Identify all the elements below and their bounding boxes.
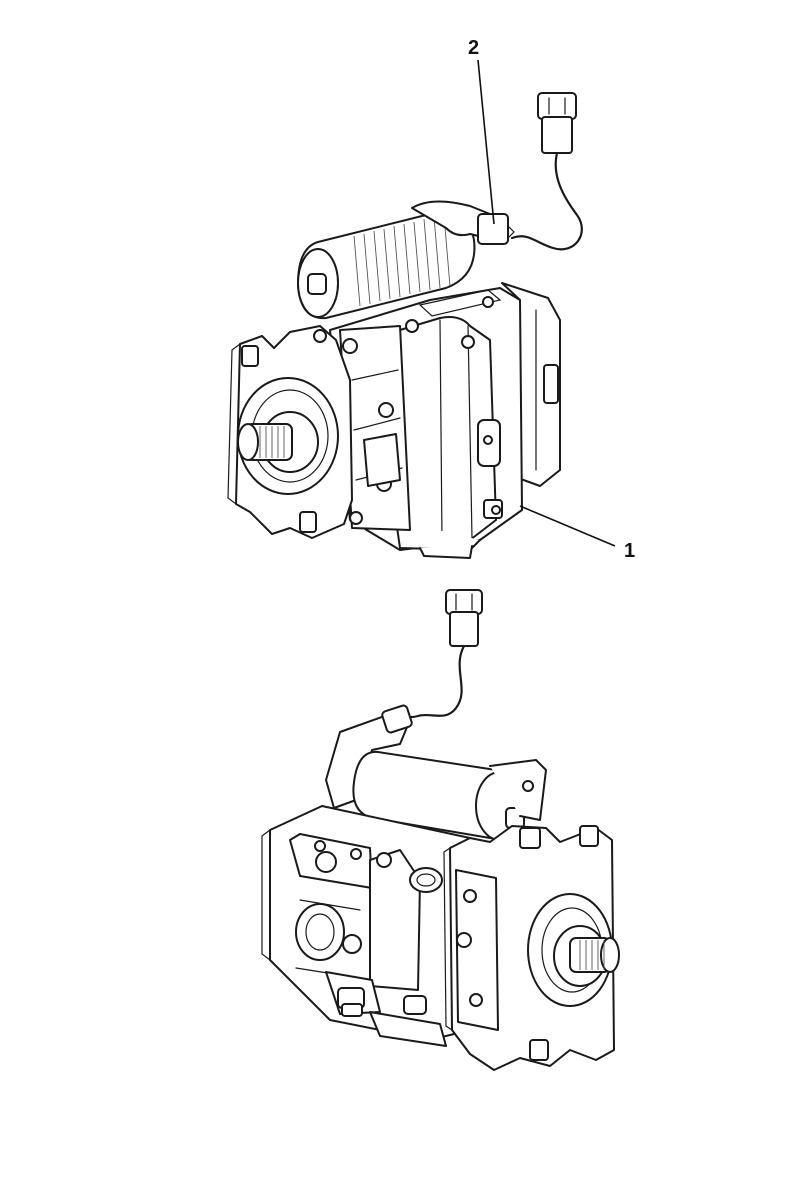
cable-upper	[510, 151, 583, 251]
drive-shaft-lower	[553, 925, 620, 987]
solenoid-cylinder-upper	[297, 200, 515, 320]
pump-assembly-lower	[261, 589, 620, 1071]
mounting-flange-lower	[443, 825, 615, 1071]
callout-label-1: 1	[624, 540, 635, 562]
pump-midsection-upper	[339, 325, 411, 531]
callout-1-leader	[519, 505, 616, 547]
drive-shaft-upper	[237, 411, 319, 473]
port-fittings-lower	[325, 971, 447, 1047]
pump-housing-lower	[261, 805, 471, 1041]
connector-plug-lower	[445, 589, 483, 647]
callout-label-2: 2	[468, 37, 479, 59]
pump-assembly-upper	[227, 59, 616, 559]
connector-plug-upper	[537, 92, 577, 154]
callout-2-leader	[477, 59, 495, 225]
